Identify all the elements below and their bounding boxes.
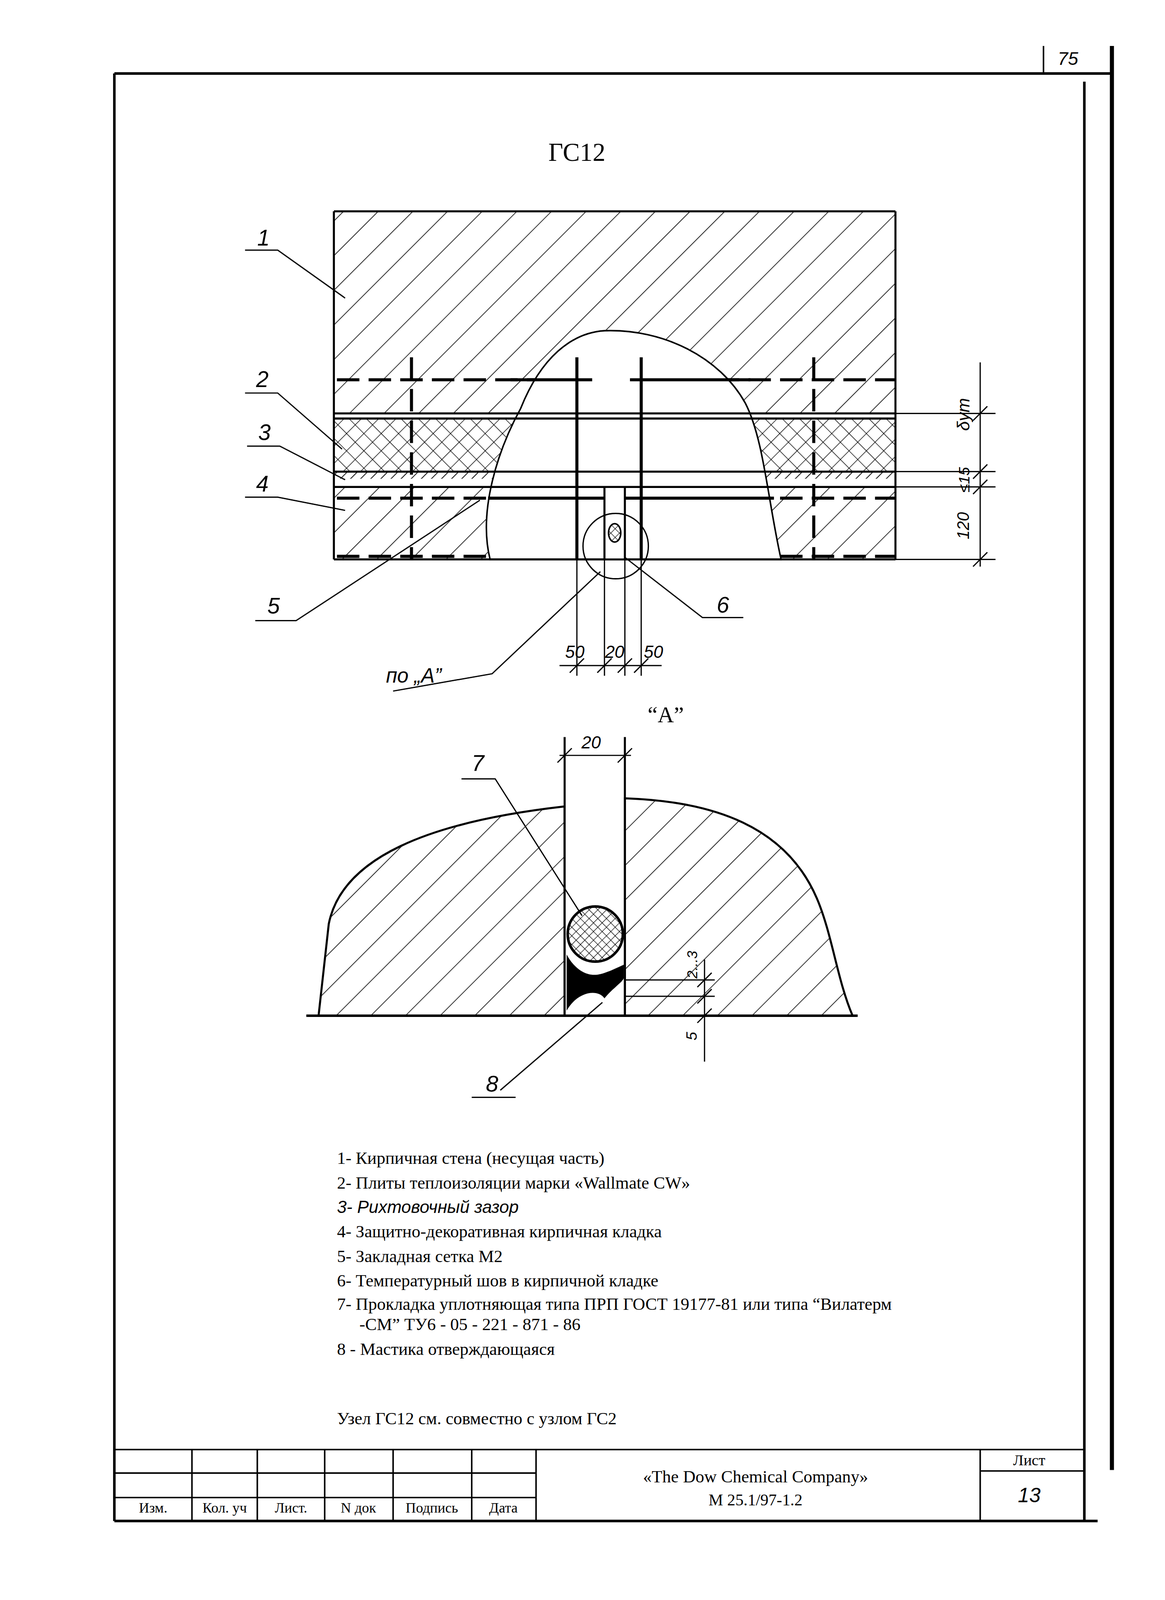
callout-number: 7 (471, 750, 485, 777)
table-cell: Дата (488, 1500, 518, 1517)
title-block (114, 1449, 1085, 1522)
dimension-lines (559, 362, 996, 677)
callout-number: 3 (258, 420, 271, 446)
legend-item: 1- Кирпичная стена (несущая часть) (337, 1148, 605, 1169)
dimension-text: 120 (954, 512, 974, 540)
wall-section (333, 211, 896, 580)
legend-item: 3- Рихтовочный зазор (337, 1197, 519, 1218)
legend-item: 8 - Мастика отверждающаяся (337, 1339, 555, 1360)
callout-number: 1 (257, 224, 270, 251)
dimension-text: 5 (682, 1032, 700, 1041)
dimension-text: 20 (604, 642, 625, 663)
dimension-text: 2...3 (684, 950, 701, 979)
legend-item: 2- Плиты теплоизоляции марки «Wallmate C… (337, 1173, 691, 1194)
table-cell: Лист (1013, 1452, 1046, 1470)
table-cell: Кол. уч (202, 1500, 247, 1517)
document-code: М 25.1/97-1.2 (708, 1491, 803, 1511)
note-text: Узел ГС12 см. совместно с узлом ГС2 (337, 1409, 617, 1430)
sheet-frame (114, 45, 1114, 1522)
dimension-text: δут (954, 397, 974, 431)
table-cell: N док (340, 1500, 376, 1517)
view-reference: по „А” (385, 664, 442, 688)
callout-number: 6 (716, 592, 730, 619)
dimension-text: 20 (581, 733, 601, 754)
legend-item: 7- Прокладка уплотняющая типа ПРП ГОСТ 1… (337, 1294, 932, 1335)
legend-item: 5- Закладная сетка М2 (337, 1247, 503, 1267)
table-cell: Изм. (138, 1500, 168, 1517)
callout-number: 5 (267, 593, 280, 620)
detail-title: “А” (647, 701, 684, 728)
drawing-title: ГС12 (548, 138, 606, 168)
legend-item: 6- Температурный шов в кирпичной кладке (337, 1271, 659, 1292)
sheet-number: 13 (1017, 1484, 1041, 1508)
leader-lines (245, 250, 744, 692)
callout-number: 4 (255, 470, 269, 497)
table-cell: Лист. (274, 1500, 308, 1517)
sheet-number: 75 (1057, 48, 1079, 70)
callout-number: 2 (255, 366, 269, 393)
callout-number: 8 (485, 1071, 499, 1097)
legend-item: 4- Защитно-декоративная кирпичная кладка (337, 1222, 663, 1243)
table-cell: Подпись (405, 1500, 458, 1517)
dimension-text: 50 (644, 642, 664, 663)
company-name: «The Dow Chemical Company» (643, 1467, 869, 1488)
dimension-text: ≤15 (954, 467, 973, 493)
dimension-text: 50 (565, 642, 585, 663)
detail-a (306, 737, 858, 1098)
